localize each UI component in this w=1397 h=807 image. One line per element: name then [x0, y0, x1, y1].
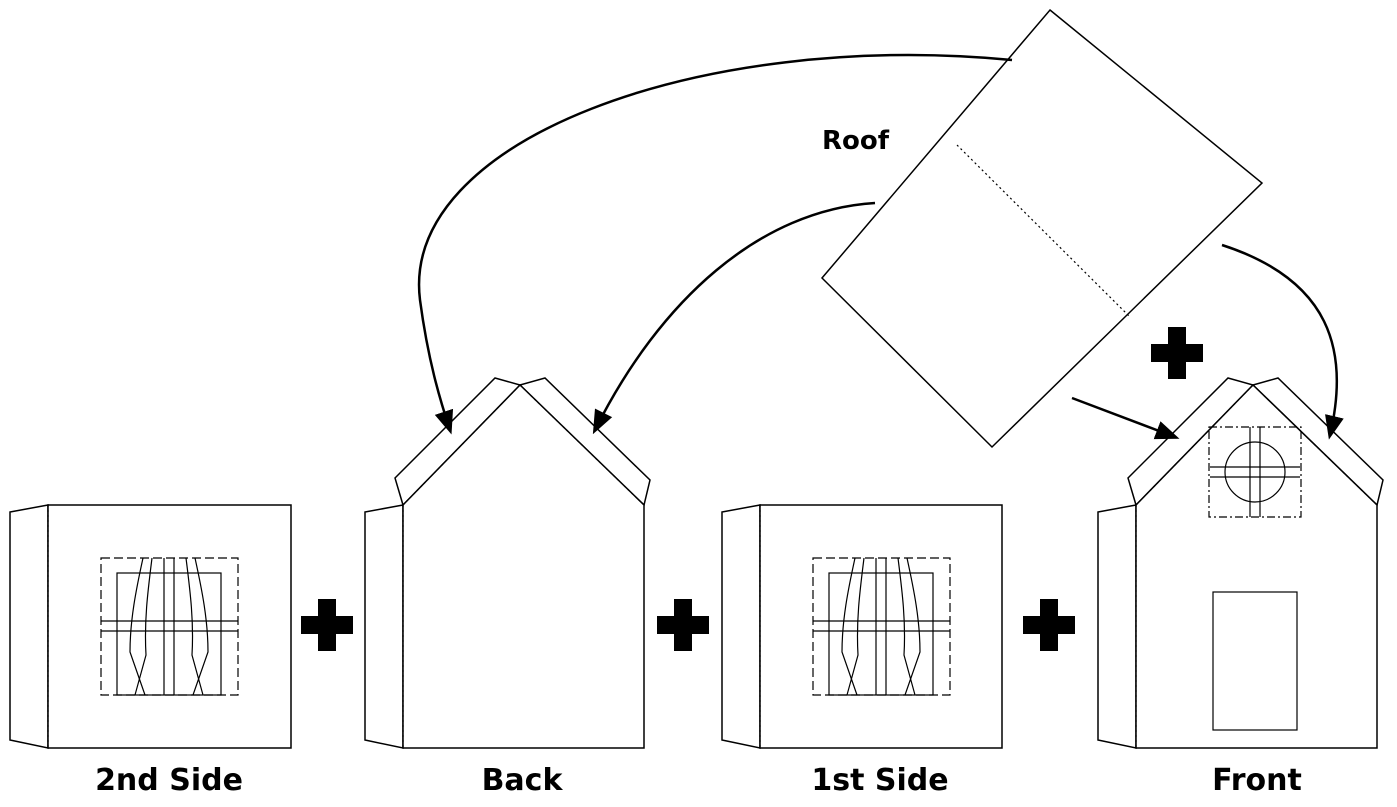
- back-piece: [364, 377, 651, 749]
- curtain-left: [846, 557, 865, 696]
- curtain-left: [134, 557, 153, 696]
- back-side-tab: [364, 504, 404, 749]
- curtain-right: [185, 557, 204, 696]
- front-wall: [1135, 383, 1378, 749]
- back-label: Back: [481, 763, 563, 798]
- front-side-tab: [1097, 504, 1137, 749]
- second-side-piece: [9, 504, 292, 749]
- front-label: Front: [1212, 763, 1302, 798]
- first-side-label: 1st Side: [811, 763, 949, 798]
- arrow-roof-to-front-left: [1071, 396, 1180, 440]
- arrow-roof-to-back-right: [592, 201, 876, 435]
- plus-icon: [657, 599, 709, 651]
- curtain-left: [841, 557, 858, 696]
- second-side-window: [100, 557, 239, 696]
- round-window-cut-line: [1208, 426, 1302, 518]
- curtain-left: [129, 557, 146, 696]
- front-piece: [1097, 377, 1384, 749]
- curtain-right: [904, 557, 921, 696]
- round-window-frame: [1224, 441, 1286, 503]
- roof-piece: [820, 8, 1264, 449]
- front-door: [1212, 591, 1298, 731]
- plus-icon: [1151, 327, 1203, 379]
- front-round-window: [1208, 426, 1302, 518]
- second-side-label: 2nd Side: [95, 763, 243, 798]
- curtain-right: [897, 557, 916, 696]
- plus-icon: [1023, 599, 1075, 651]
- front-fold-line: [1252, 384, 1378, 506]
- back-fold-line: [519, 384, 645, 506]
- window-frame: [828, 572, 934, 696]
- second-side-tab: [9, 504, 49, 749]
- arrow-roof-to-back-left: [417, 53, 1013, 435]
- roof-fold-line: [956, 144, 1130, 317]
- arrow-roof-to-front-right: [1221, 243, 1344, 440]
- roof-outline: [820, 8, 1264, 449]
- first-side-wall: [759, 504, 1003, 749]
- second-side-wall: [47, 504, 292, 749]
- back-wall: [402, 383, 645, 749]
- first-side-window: [812, 557, 951, 696]
- first-side-tab: [721, 504, 761, 749]
- window-frame: [116, 572, 222, 696]
- plus-icon: [301, 599, 353, 651]
- first-side-piece: [721, 504, 1003, 749]
- curtain-right: [192, 557, 209, 696]
- roof-label: Roof: [822, 126, 890, 156]
